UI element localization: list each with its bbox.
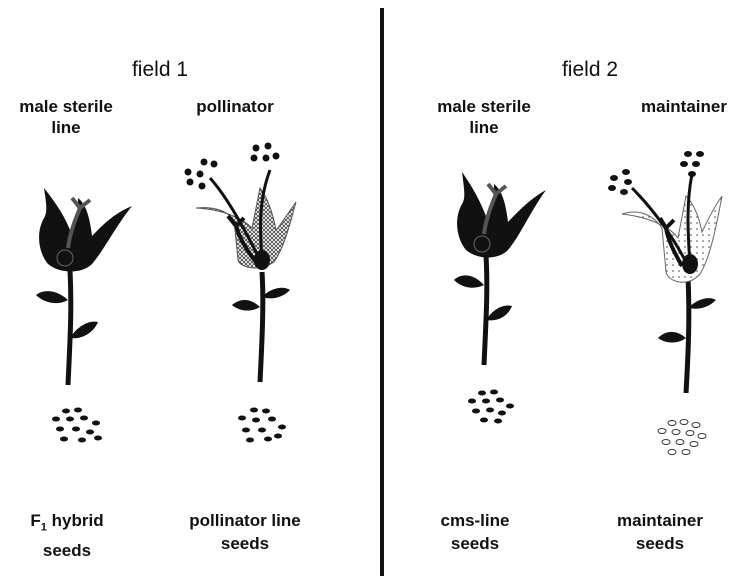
field-2-male-sterile-plant	[438, 160, 558, 370]
field-2-male-sterile-label: male sterile line	[418, 96, 550, 138]
field-1-male-sterile-line1: male sterile	[0, 96, 132, 117]
field-2-male-sterile-line2: line	[418, 117, 550, 138]
field-1-male-sterile-line2: line	[0, 117, 132, 138]
field-2-maintainer-seeds-pile	[652, 418, 712, 460]
field-2-cms-line-seeds-label: cms-line seeds	[405, 509, 545, 555]
field-2-male-sterile-line1: male sterile	[418, 96, 550, 117]
field-1-title: field 1	[110, 58, 210, 82]
field-2-cms-line-seeds-pile	[462, 388, 522, 428]
field-1-male-sterile-plant	[20, 170, 140, 395]
field-1-f1-hybrid-label: F1 hybrid seeds	[0, 509, 134, 562]
field-1-pollinator-label: pollinator	[170, 96, 300, 117]
field-divider	[380, 8, 384, 576]
field-1-pollinator-seeds-pile	[232, 405, 292, 447]
field-1-male-sterile-label: male sterile line	[0, 96, 132, 138]
field-2-maintainer-seeds-label: maintainer seeds	[590, 509, 730, 555]
field-1-pollinator-plant	[180, 142, 310, 387]
field-2-maintainer-plant	[604, 148, 734, 398]
field-1-f1-hybrid-seeds-pile	[48, 405, 108, 447]
field-2-title: field 2	[540, 58, 640, 82]
field-2-maintainer-label: maintainer	[620, 96, 748, 117]
field-1-pollinator-seeds-label: pollinator line seeds	[165, 509, 325, 555]
